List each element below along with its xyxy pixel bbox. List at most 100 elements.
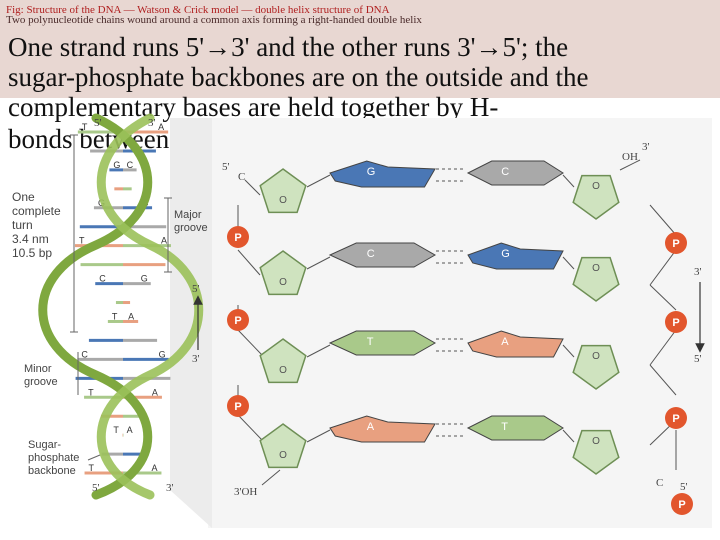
helix-top-5prime: 5' (94, 117, 102, 129)
left-glycosidic-3 (306, 429, 331, 443)
turn-label-3: turn (12, 218, 33, 232)
right-base-1-label: G (501, 248, 510, 260)
left-base-1 (328, 242, 437, 268)
left-glycosidic-2 (306, 344, 331, 358)
helix-rung-letter-4: G (113, 160, 120, 170)
helix-backbone-strand-1 (38, 113, 153, 500)
top-right-3prime: 3' (642, 141, 650, 153)
right-phosphate-1 (665, 232, 687, 254)
right-sugar-2-oxygen: O (592, 351, 600, 362)
minor-groove-label-1: Minor (24, 363, 52, 375)
left-phosphate-3-label: P (234, 401, 241, 413)
left-sugar-3 (259, 423, 307, 469)
helix-top-3prime: 3' (148, 117, 156, 129)
right-sugar-3-oxygen: O (592, 436, 600, 447)
backbone-label-1: Sugar- (28, 439, 61, 451)
right-glycosidic-2 (562, 344, 575, 358)
zoom-panel-background (208, 118, 712, 528)
major-groove-label-2: groove (174, 222, 208, 234)
left-base-0-label: G (367, 166, 376, 178)
text-line-3: complementary bases are held together by… (8, 92, 499, 122)
right-base-2-label: A (501, 336, 509, 348)
right-sugar-2 (572, 344, 620, 390)
helix-rung-letter-20: T (112, 311, 118, 321)
helix-rung-letter-36: T (89, 463, 95, 473)
header-band (0, 0, 720, 98)
turn-label-5: 10.5 bp (12, 246, 52, 260)
left-phosphate-3 (227, 395, 249, 417)
left-base-3-label: A (367, 421, 375, 433)
left-sugar-0 (259, 168, 307, 214)
right-sugar-1-oxygen: O (592, 263, 600, 274)
helix-bottom-5prime: 5' (92, 482, 100, 494)
right-glycosidic-0 (562, 174, 575, 188)
left-base-0 (329, 160, 436, 188)
right-phosphate-4-label: P (678, 499, 685, 511)
right-base-3-label: T (501, 421, 508, 433)
left-base-1-label: C (367, 248, 375, 260)
right-arrow-5prime: 5' (694, 353, 702, 365)
right-sugar-0 (572, 174, 620, 220)
text-line-1: One strand runs 5'→3' and the other runs… (8, 32, 569, 62)
helix-rung-letter-32: A (127, 425, 133, 435)
helix-rung-letter-1: A (158, 122, 164, 132)
left-glycosidic-0 (306, 174, 331, 188)
helix-bottom-3prime: 3' (166, 482, 174, 494)
helix-rung-letter-28: T (88, 387, 94, 397)
right-base-1 (467, 242, 564, 270)
bottom-left-3prime-oh: 3'OH (234, 486, 257, 498)
zoom-wedge (170, 118, 212, 528)
right-phosphate-3-label: P (672, 413, 679, 425)
helix-rung-letter-13: A (161, 236, 167, 246)
left-phosphate-1-label: P (234, 232, 241, 244)
bottom-right-carbon: C (656, 477, 663, 489)
tiny-caption-line-1: Fig: Structure of the DNA — Watson & Cri… (6, 4, 390, 16)
bottom-right-5prime: 5' (680, 481, 688, 493)
helix-rung-letter-33: T (113, 425, 119, 435)
left-sugar-1 (259, 250, 307, 296)
top-left-5prime: 5' (222, 161, 230, 173)
right-sugar-3 (572, 429, 620, 475)
turn-label-1: One (12, 190, 35, 204)
right-phosphate-2-label: P (672, 317, 679, 329)
backbone-label-2: phosphate (28, 452, 79, 464)
helix-rung-letter-16: C (99, 274, 106, 284)
left-sugar-0-oxygen: O (279, 195, 287, 206)
helix-rung-letter-25: G (159, 349, 166, 359)
left-base-2 (328, 330, 437, 356)
left-base-2-label: T (367, 336, 374, 348)
backbone-pointer (87, 454, 101, 461)
tiny-caption-line-2: Two polynucleotide chains wound around a… (6, 14, 422, 26)
helix-rung-letter-17: G (141, 274, 148, 284)
right-phosphate-2 (665, 311, 687, 333)
helix-rung-letter-12: T (79, 236, 85, 246)
right-phosphate-1-label: P (672, 238, 679, 250)
right-arrow-3prime: 3' (694, 266, 702, 278)
right-phosphate-4 (671, 493, 693, 515)
top-left-carbon: C (238, 171, 245, 183)
top-right-oh: OH (622, 151, 638, 163)
right-sugar-1 (572, 256, 620, 302)
right-base-3 (466, 415, 564, 441)
left-sugar-1-oxygen: O (279, 277, 287, 288)
right-phosphate-3 (665, 407, 687, 429)
left-phosphate-1 (227, 226, 249, 248)
right-glycosidic-3 (562, 429, 575, 443)
left-base-3 (329, 415, 436, 443)
helix-rung-letter-5: C (127, 160, 134, 170)
left-phosphate-2-label: P (234, 315, 241, 327)
backbone-label-3: backbone (28, 465, 76, 477)
left-sugar-2-oxygen: O (279, 365, 287, 376)
right-base-0 (466, 160, 564, 186)
helix-rung-letter-0: T (82, 122, 88, 132)
helix-rung-letter-29: A (152, 387, 158, 397)
left-sugar-2 (259, 338, 307, 384)
right-glycosidic-1 (562, 256, 575, 270)
text-line-2: sugar-phosphate backbones are on the out… (8, 62, 589, 92)
right-backbone-line (619, 159, 677, 470)
helix-arrow-5prime: 5' (192, 283, 200, 295)
